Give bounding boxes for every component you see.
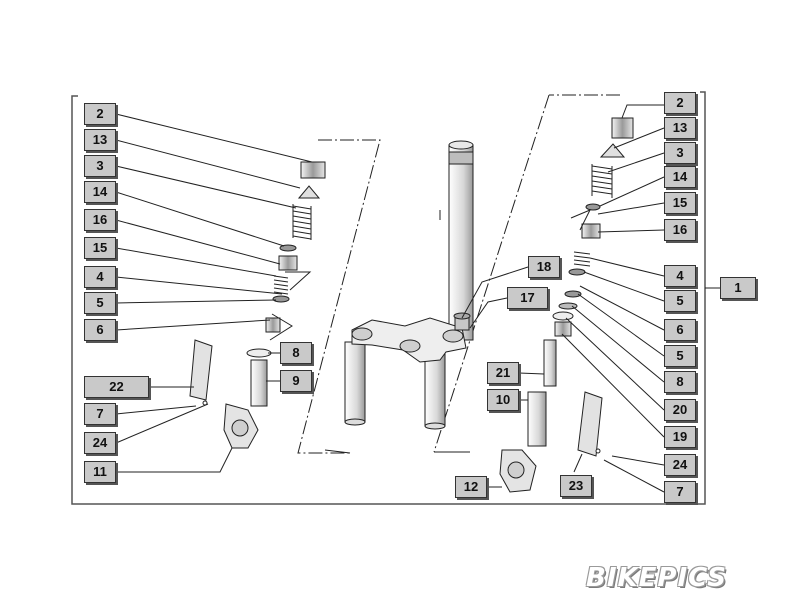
callout-23: 23 xyxy=(560,475,592,497)
callout-16-right: 16 xyxy=(664,219,696,241)
callout-17: 17 xyxy=(507,287,548,309)
callout-16-left: 16 xyxy=(84,209,116,231)
callout-19: 19 xyxy=(664,426,696,448)
callout-13-left: 13 xyxy=(84,129,116,151)
section-lines xyxy=(297,94,620,454)
callout-2-right: 2 xyxy=(664,92,696,114)
callout-1: 1 xyxy=(720,277,756,299)
rod-21 xyxy=(543,339,557,387)
plate-22 xyxy=(189,339,213,401)
callout-7-left: 7 xyxy=(84,403,116,425)
callout-6-right: 6 xyxy=(664,319,696,341)
callout-24-right: 24 xyxy=(664,454,696,476)
steering-tube xyxy=(448,144,474,341)
callout-5-left: 5 xyxy=(84,292,116,314)
callout-7-right: 7 xyxy=(664,481,696,503)
callout-13-right: 13 xyxy=(664,117,696,139)
callout-11: 11 xyxy=(84,461,116,483)
callout-15-right: 15 xyxy=(664,192,696,214)
callout-3-left: 3 xyxy=(84,155,116,177)
callout-22: 22 xyxy=(84,376,149,398)
callout-15-left: 15 xyxy=(84,237,116,259)
cap-2-right xyxy=(611,117,634,139)
left-parts xyxy=(189,161,326,449)
spring-3-left xyxy=(292,204,312,240)
callout-18: 18 xyxy=(528,256,560,278)
tube-10 xyxy=(527,391,547,447)
callout-8-left: 8 xyxy=(280,342,312,364)
leader-lines xyxy=(115,104,720,493)
callout-9-left: 9 xyxy=(280,370,312,392)
callout-10: 10 xyxy=(487,389,519,411)
callout-21: 21 xyxy=(487,362,519,384)
callout-4-right: 4 xyxy=(664,265,696,287)
callout-2-left: 2 xyxy=(84,103,116,125)
callout-6-left: 6 xyxy=(84,319,116,341)
drawing-frame xyxy=(71,91,706,505)
callout-5-right-lower: 5 xyxy=(664,345,696,367)
callout-8-right: 8 xyxy=(664,371,696,393)
callout-24-left: 24 xyxy=(84,432,116,454)
callout-3-right: 3 xyxy=(664,142,696,164)
callout-20: 20 xyxy=(664,399,696,421)
right-parts xyxy=(499,117,634,493)
callout-5-right: 5 xyxy=(664,290,696,312)
cap-2-left xyxy=(300,161,326,179)
plate-23 xyxy=(577,391,603,457)
cone-13-left xyxy=(297,185,321,199)
callout-14-left: 14 xyxy=(84,181,116,203)
fork-assembly-center xyxy=(344,140,474,430)
callout-14-right: 14 xyxy=(664,166,696,188)
fork-leg-left xyxy=(344,341,366,423)
callout-4-left: 4 xyxy=(84,266,116,288)
bikepics-watermark: BIKEPICS xyxy=(586,563,786,593)
tube-9-left xyxy=(250,359,268,407)
callout-12: 12 xyxy=(455,476,487,498)
watermark-text: BIKEPICS xyxy=(586,563,728,593)
